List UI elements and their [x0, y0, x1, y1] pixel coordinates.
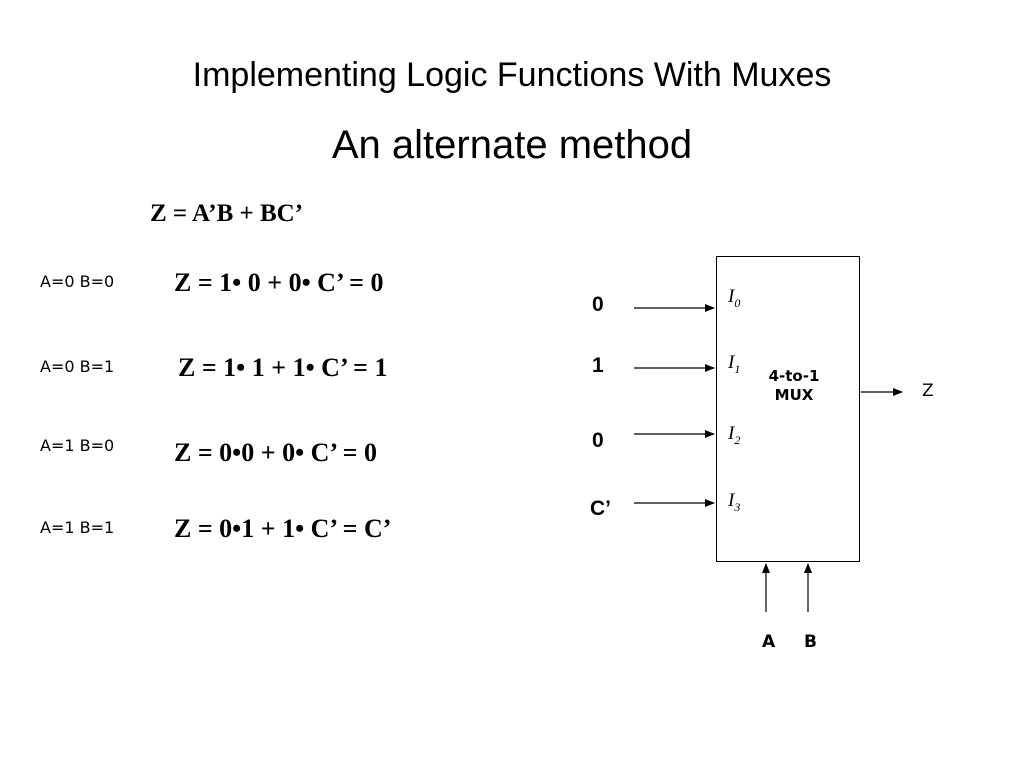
main-equation: Z = A’B + BC’	[150, 200, 304, 227]
mux-port-i2: I2	[728, 423, 741, 447]
mux-block	[716, 256, 860, 562]
case-label-a1-b0: A=1 B=0	[40, 436, 115, 455]
case-label-a0-b1: A=0 B=1	[40, 357, 115, 376]
mux-label-line1: 4-to-1	[768, 367, 820, 385]
case-equation-a1-b1: Z = 0•1 + 1• C’ = C’	[174, 514, 392, 543]
select-label-b: B	[804, 632, 817, 652]
output-label: Z	[922, 381, 934, 401]
case-equation-a0-b1: Z = 1• 1 + 1• C’ = 1	[178, 353, 388, 382]
slide-title: Implementing Logic Functions With Muxes	[192, 56, 832, 94]
select-label-a: A	[762, 632, 776, 652]
input-value-1: 1	[592, 354, 604, 377]
case-equation-a1-b0: Z = 0•0 + 0• C’ = 0	[174, 438, 377, 467]
mux-port-i1: I1	[728, 352, 741, 376]
mux-port-i0: I0	[728, 286, 741, 310]
mux-port-i3: I3	[728, 490, 741, 514]
mux-label-line2: MUX	[774, 386, 814, 404]
case-label-a1-b1: A=1 B=1	[40, 518, 115, 537]
case-label-a0-b0: A=0 B=0	[40, 272, 115, 291]
mux-label: 4-to-1 MUX	[756, 367, 832, 405]
input-value-2: 0	[592, 429, 604, 452]
case-equation-a0-b0: Z = 1• 0 + 0• C’ = 0	[174, 268, 384, 297]
slide-subtitle: An alternate method	[331, 123, 693, 167]
input-value-3: C’	[590, 497, 611, 520]
input-value-0: 0	[592, 293, 604, 316]
